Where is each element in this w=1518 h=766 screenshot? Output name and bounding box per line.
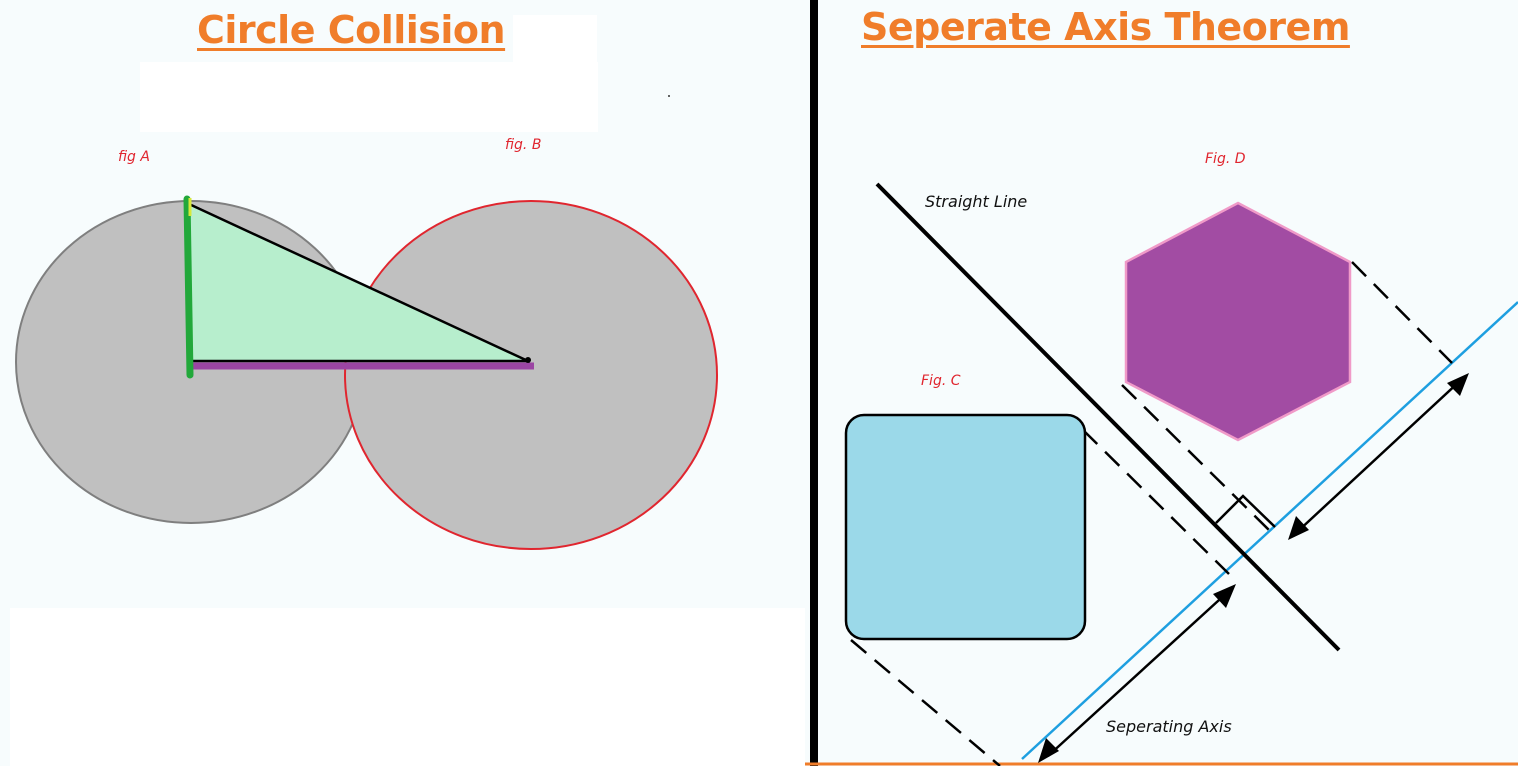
fig-c-label: Fig. C — [921, 373, 961, 389]
separating-axis-label: Seperating Axis — [1106, 717, 1232, 736]
fig-b-label: fig. B — [505, 137, 541, 153]
projection-dash-square-bottom — [850, 639, 1001, 766]
arrow-head-hexagon-bottom — [1288, 516, 1309, 540]
circle-b-center — [525, 357, 531, 363]
projection-arrow-square — [1047, 589, 1231, 757]
fig-a-label: fig A — [118, 149, 150, 165]
projection-dash-square-top — [1082, 429, 1230, 575]
arrow-head-square-bottom — [1038, 738, 1059, 763]
straight-line — [875, 182, 1341, 652]
separating-axis-line — [1021, 301, 1518, 760]
projection-dash-hexagon-left — [1121, 384, 1274, 535]
panel-divider — [810, 0, 818, 766]
arrow-head-square-top — [1213, 584, 1236, 608]
right-angle-marker — [1215, 494, 1276, 528]
straight-line-label: Straight Line — [925, 192, 1027, 211]
arrow-head-hexagon-top — [1447, 373, 1469, 396]
separate-axis-theorem-title: Seperate Axis Theorem — [861, 5, 1350, 49]
fig-d-label: Fig. D — [1205, 151, 1246, 167]
blank-area-title — [513, 15, 597, 65]
circle-collision-title: Circle Collision — [197, 8, 506, 52]
stray-dot — [668, 95, 670, 97]
projection-arrow-hexagon — [1295, 379, 1462, 534]
blank-area-top — [140, 62, 598, 132]
square-shape — [844, 413, 1087, 641]
projection-dash-hexagon-right — [1351, 261, 1453, 364]
hexagon-shape — [1124, 201, 1352, 442]
circle-b — [344, 200, 718, 550]
vertical-leg — [183, 195, 194, 379]
blank-area-bottom — [10, 608, 805, 766]
